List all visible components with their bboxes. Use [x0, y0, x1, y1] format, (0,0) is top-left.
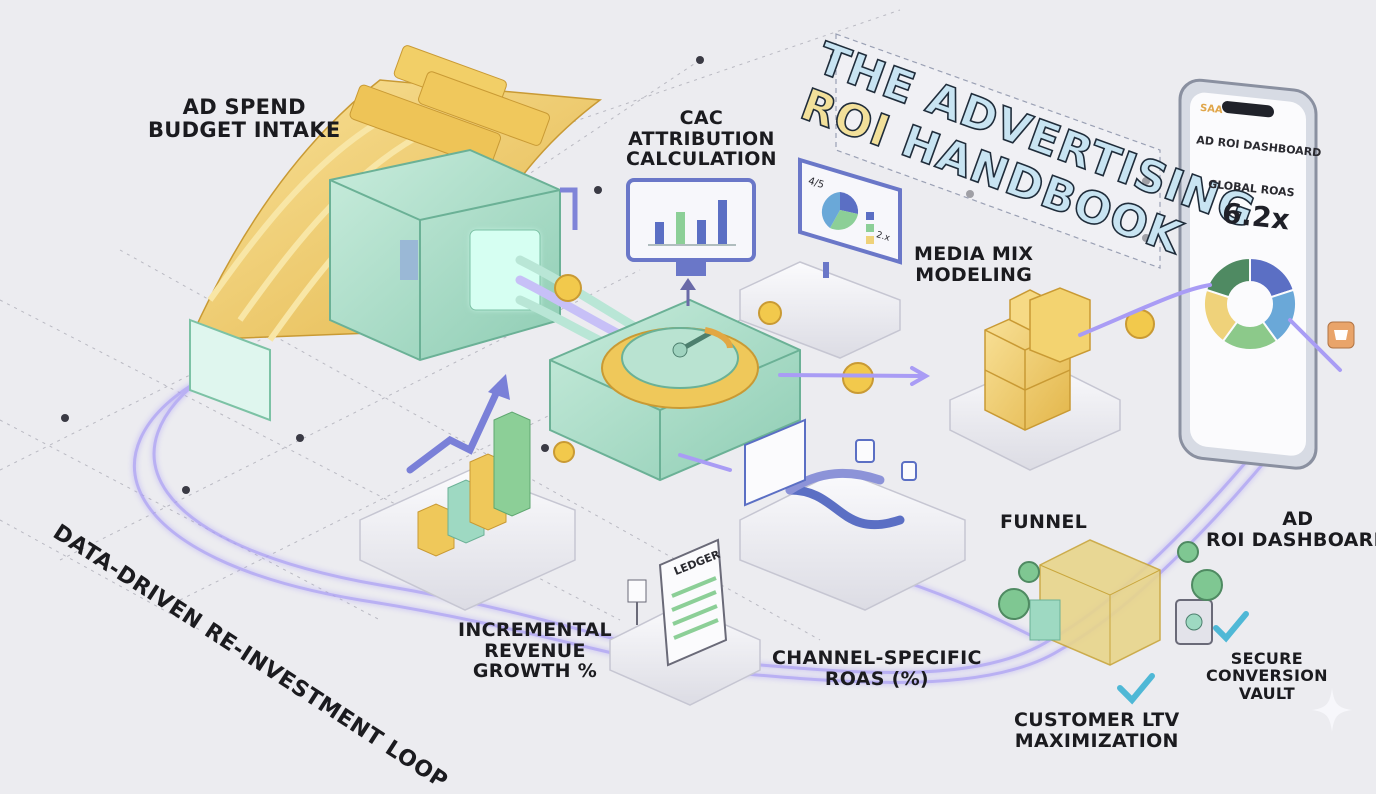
- label-secure-vault: SECURE CONVERSION VAULT: [1206, 649, 1328, 703]
- label-customer-ltv: CUSTOMER LTV MAXIMIZATION: [1014, 709, 1180, 752]
- label-ad-spend: AD SPEND BUDGET INTAKE: [148, 95, 341, 142]
- secure-vault: [1029, 539, 1213, 666]
- phone-metric-value: 6.2x: [1220, 196, 1292, 237]
- phone-brand: SAA: [1199, 102, 1224, 117]
- label-cac: CAC ATTRIBUTION CALCULATION: [626, 107, 777, 171]
- ad-spend-intake-machine: [188, 45, 603, 422]
- label-incremental-revenue: INCREMENTAL REVENUE GROWTH %: [458, 619, 612, 683]
- diagram-canvas: [0, 9, 1355, 732]
- cac-monitor: [626, 178, 756, 276]
- ledger-device: [609, 538, 761, 706]
- media-mix-platform: [739, 157, 902, 359]
- flow-arrows: [678, 283, 1342, 472]
- channel-roas-router: [739, 418, 966, 611]
- intake-mouth: [189, 318, 271, 422]
- phone-dashboard: [1178, 78, 1318, 470]
- sparkle-icon: [1312, 688, 1352, 732]
- check-icon: [1117, 673, 1155, 705]
- gauge-dial: [621, 327, 739, 389]
- phone-donut: [1203, 256, 1297, 351]
- central-gear-platform: [549, 298, 801, 482]
- media-mix-cubes: [949, 287, 1121, 471]
- title-panel: [835, 33, 1161, 269]
- media-mix-pie: [821, 192, 859, 230]
- label-ad-roi-dashboard: AD ROI DASHBOARD: [1206, 508, 1376, 551]
- label-channel-roas: CHANNEL-SPECIFIC ROAS (%): [772, 647, 982, 690]
- donut-segment: [1204, 256, 1251, 299]
- check-icon: [1213, 611, 1249, 643]
- label-media-mix: MEDIA MIX MODELING: [914, 243, 1034, 286]
- revenue-growth-chart: [359, 374, 576, 611]
- label-funnel: FUNNEL: [1000, 511, 1088, 533]
- coins: [553, 274, 1223, 620]
